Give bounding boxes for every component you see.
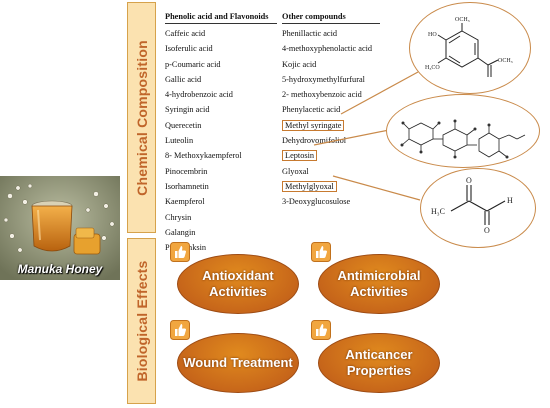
phenolic-item: Querecetin bbox=[165, 120, 202, 130]
connector-methylglyoxal bbox=[332, 175, 421, 201]
other-item: Phenillactic acid bbox=[282, 29, 338, 38]
other-item-highlighted: Methylglyoxal bbox=[282, 179, 380, 194]
header-rule bbox=[282, 23, 380, 24]
thumbs-up-icon bbox=[170, 242, 190, 262]
other-item: Dehydrovomifoliol bbox=[282, 136, 347, 146]
phenolic-item: Pinocembrin bbox=[165, 166, 208, 176]
effect-antimicrobial: Antimicrobial Activities bbox=[318, 254, 440, 314]
biological-effects-section: Biological Effects bbox=[127, 238, 156, 404]
leptosin-structure bbox=[386, 94, 540, 168]
syringate-ester: OCH₃ bbox=[498, 58, 513, 64]
header-rule bbox=[165, 23, 277, 24]
methylglyoxal-h: H bbox=[507, 196, 513, 205]
other-item: 3-Deoxyglucosulose bbox=[282, 197, 351, 207]
leptosin-label: Leptosin bbox=[282, 150, 318, 162]
effect-antimicrobial-label: Antimicrobial Activities bbox=[337, 268, 421, 299]
methylglyoxal-label: Methylglyoxal bbox=[282, 180, 337, 192]
syringate-h3co: H₃CO bbox=[425, 65, 440, 71]
other-item: Glyoxal bbox=[282, 166, 309, 176]
manuka-honey-photo: Manuka Honey bbox=[0, 176, 120, 280]
other-item: Phenylacetic acid bbox=[282, 105, 341, 115]
methylglyoxal-o-bottom: O bbox=[484, 226, 490, 235]
leptosin-molecule-icon bbox=[400, 119, 526, 159]
methyl-syringate-molecule-icon: OCH₃ HO H₃CO OCH₃ bbox=[425, 17, 513, 77]
phenolic-column: Phenolic acid and Flavonoids Caffeic aci… bbox=[165, 11, 277, 255]
other-item: Kojic acid bbox=[282, 59, 317, 69]
syringate-ho: HO bbox=[428, 32, 437, 38]
thumbs-up-icon bbox=[170, 320, 190, 340]
phenolic-item: Syringin acid bbox=[165, 105, 210, 115]
effect-wound-label: Wound Treatment bbox=[183, 355, 293, 370]
effect-antioxidant-label: Antioxidant Activities bbox=[202, 268, 274, 299]
methyl-syringate-label: Methyl syringate bbox=[282, 119, 345, 131]
methylglyoxal-o-top: O bbox=[466, 176, 472, 185]
other-item: 2- methoxybenzoic acid bbox=[282, 90, 362, 100]
effect-anticancer: Anticancer Properties bbox=[318, 333, 440, 393]
phenolic-item: Kaempferol bbox=[165, 197, 205, 207]
effect-antioxidant: Antioxidant Activities bbox=[177, 254, 299, 314]
phenolic-item: 8- Methoxykaempferol bbox=[165, 151, 242, 161]
phenolic-item: Caffeic acid bbox=[165, 29, 206, 38]
connector-leptosin bbox=[313, 128, 395, 146]
other-item: 5-hydroxymethylfurfural bbox=[282, 74, 365, 84]
phenolic-item: Chrysin bbox=[165, 212, 192, 222]
phenolic-item: Isoferulic acid bbox=[165, 44, 213, 54]
photo-caption: Manuka Honey bbox=[17, 262, 103, 276]
other-item-highlighted: Leptosin bbox=[282, 148, 380, 163]
thumbs-up-icon bbox=[311, 320, 331, 340]
phenolic-item: p-Coumaric acid bbox=[165, 59, 221, 69]
other-item-highlighted: Methyl syringate bbox=[282, 118, 380, 133]
phenolic-header: Phenolic acid and Flavonoids bbox=[165, 12, 269, 21]
connector-methyl-syringate bbox=[340, 71, 419, 115]
methylglyoxal-ch3: H₃C bbox=[431, 207, 445, 216]
phenolic-item: Gallic acid bbox=[165, 74, 202, 84]
effect-anticancer-label: Anticancer Properties bbox=[345, 347, 413, 378]
methyl-syringate-structure: OCH₃ HO H₃CO OCH₃ bbox=[409, 2, 531, 94]
other-header: Other compounds bbox=[282, 12, 346, 21]
thumbs-up-icon bbox=[311, 242, 331, 262]
effect-wound-treatment: Wound Treatment bbox=[177, 333, 299, 393]
chemical-composition-section: Chemical Composition bbox=[127, 2, 156, 233]
phenolic-item: 4-hydrobenzoic acid bbox=[165, 90, 233, 100]
honey-jar-illustration bbox=[0, 176, 120, 280]
other-compounds-column: Other compounds Phenillactic acid 4-meth… bbox=[282, 11, 380, 210]
methylglyoxal-molecule-icon: H₃C O O H bbox=[431, 176, 513, 235]
phenolic-item: Isorhamnetin bbox=[165, 181, 209, 191]
other-item: 4-methoxyphenolactic acid bbox=[282, 44, 373, 54]
phenolic-item: Luteolin bbox=[165, 136, 194, 146]
phenolic-item: Galangin bbox=[165, 227, 196, 237]
syringate-ome-top: OCH₃ bbox=[455, 17, 470, 23]
methylglyoxal-structure: H₃C O O H bbox=[420, 168, 536, 248]
